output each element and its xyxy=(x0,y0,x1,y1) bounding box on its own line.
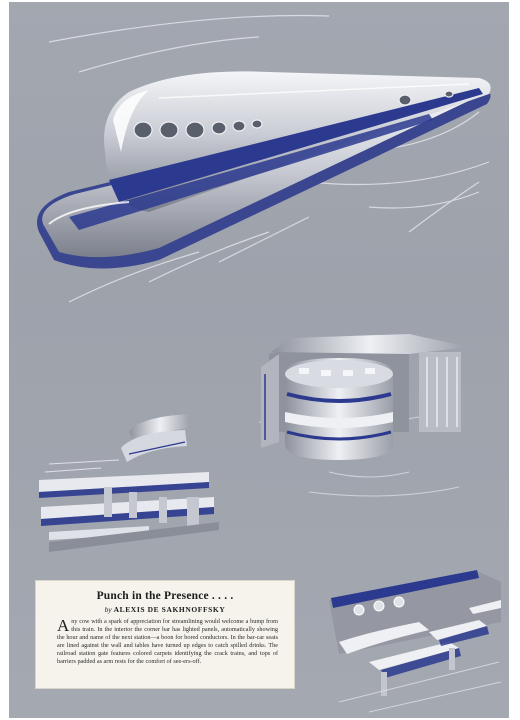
article-title: Punch in the Presence . . . . xyxy=(96,590,234,602)
station-gate-illustration xyxy=(39,414,219,552)
byline-prefix: by xyxy=(104,605,112,614)
article-body-text: ny cow with a spark of appreciation for … xyxy=(57,618,278,666)
article-byline: by ALEXIS DE SAKHNOFFSKY xyxy=(36,605,294,614)
bar-car-seats-illustration xyxy=(329,570,502,713)
drop-cap: A xyxy=(57,616,70,635)
author-name: ALEXIS DE SAKHNOFFSKY xyxy=(113,605,226,614)
illustration-panel xyxy=(9,2,509,718)
corner-bar-illustration xyxy=(258,334,469,497)
streamlined-train-illustration xyxy=(37,14,491,303)
article-caption-box: Punch in the Presence . . . . by ALEXIS … xyxy=(36,581,294,688)
illustration-artwork xyxy=(37,14,502,713)
